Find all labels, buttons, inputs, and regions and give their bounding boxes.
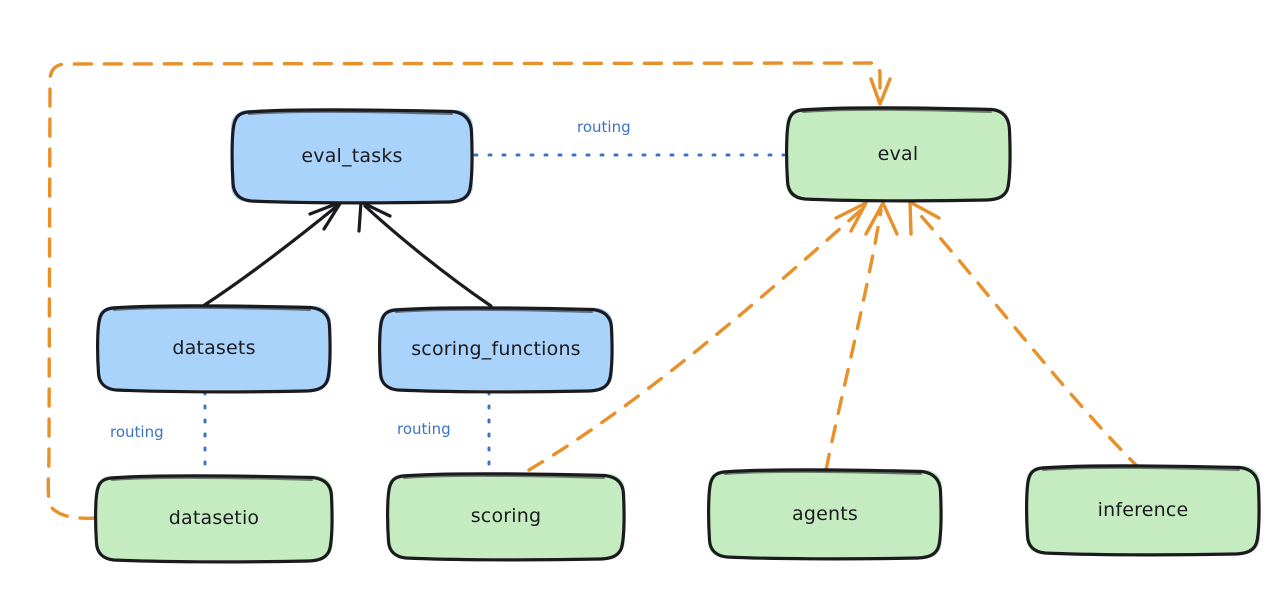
edge-datasets-to-eval-tasks xyxy=(201,200,343,308)
edge-datasetio-to-eval xyxy=(46,61,892,520)
node-outline xyxy=(96,304,332,394)
node-scoring-functions[interactable]: scoring_functions xyxy=(378,306,614,394)
edge-scoring-functions-to-eval-tasks xyxy=(357,200,493,308)
node-outline xyxy=(785,106,1012,203)
node-outline xyxy=(707,468,943,561)
edge-label-routing-scoring-functions: routing xyxy=(397,420,451,438)
edge-inference-to-eval xyxy=(908,200,1143,472)
node-eval-tasks[interactable]: eval_tasks xyxy=(230,108,474,205)
node-eval[interactable]: eval xyxy=(785,106,1012,203)
node-outline xyxy=(378,306,614,394)
node-agents[interactable]: agents xyxy=(707,468,943,561)
node-outline xyxy=(1025,464,1261,557)
node-datasets[interactable]: datasets xyxy=(96,304,332,394)
node-outline xyxy=(230,108,474,205)
edge-label-routing-eval-tasks: routing xyxy=(577,118,631,136)
node-datasetio[interactable]: datasetio xyxy=(94,474,334,564)
node-scoring[interactable]: scoring xyxy=(386,472,626,562)
node-inference[interactable]: inference xyxy=(1025,464,1261,557)
node-outline xyxy=(94,474,334,564)
edge-scoring-to-eval xyxy=(527,201,868,472)
node-outline xyxy=(386,472,626,562)
edge-label-routing-datasets: routing xyxy=(110,423,164,441)
edge-agents-to-eval xyxy=(824,201,899,472)
